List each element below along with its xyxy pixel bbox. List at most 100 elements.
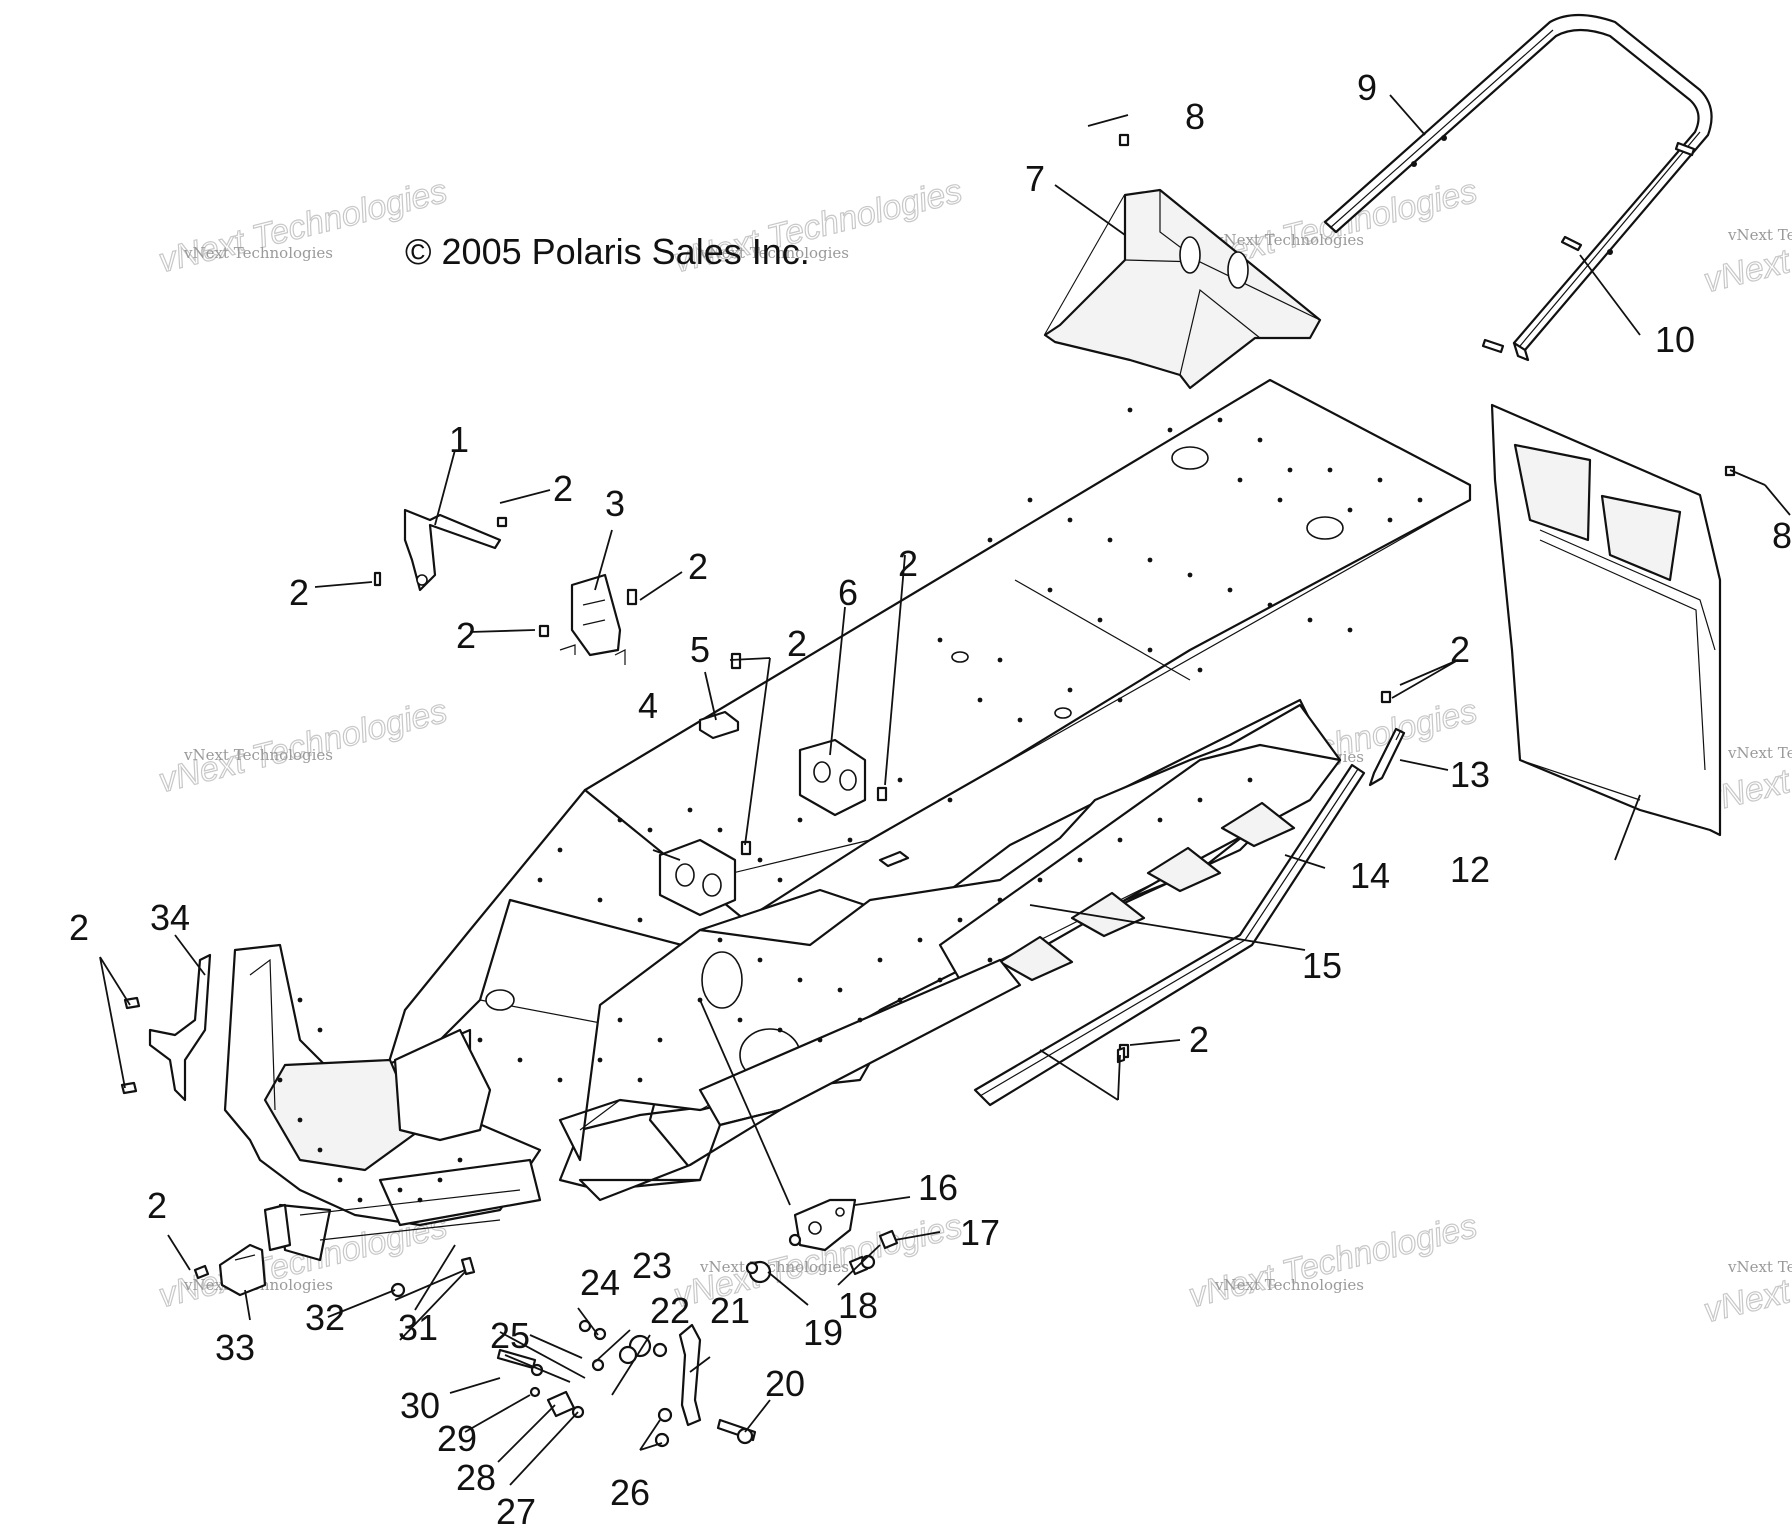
callout-16: 16	[918, 1167, 958, 1208]
callout-26: 26	[610, 1472, 650, 1513]
rivet-dot	[277, 1077, 283, 1083]
callout-2: 2	[147, 1185, 167, 1226]
rivet-dot	[617, 817, 623, 823]
rivet-dot	[797, 977, 803, 983]
callout-7: 7	[1025, 158, 1045, 199]
bracket-33-part	[218, 1243, 267, 1297]
rivet-dot	[687, 807, 693, 813]
rivet-dot	[647, 827, 653, 833]
callout-2: 2	[553, 468, 573, 509]
rivet-dot	[777, 1027, 783, 1033]
watermark-small: vNext Technologies	[183, 746, 333, 764]
callout-17: 17	[960, 1212, 1000, 1253]
rivet-dot	[1067, 517, 1073, 523]
callout-5: 5	[690, 629, 710, 670]
rivet-dot	[617, 1017, 623, 1023]
rivet-dot	[717, 827, 723, 833]
rivet-dot	[517, 1057, 523, 1063]
rivet-dot	[1197, 797, 1203, 803]
rivet-dot	[1037, 877, 1043, 883]
rivet-dot	[317, 1147, 323, 1153]
rivet-dot	[597, 897, 603, 903]
callout-30: 30	[400, 1385, 440, 1426]
rivet-dot	[1147, 557, 1153, 563]
rivet-dot	[987, 957, 993, 963]
rivet-dot	[837, 987, 843, 993]
watermark-small: vNext Technologies	[1214, 231, 1364, 249]
callout-20: 20	[765, 1363, 805, 1404]
rivet-dot	[997, 897, 1003, 903]
rivet-dot	[437, 1177, 443, 1183]
rivet-dot	[1277, 497, 1283, 503]
callout-8: 8	[1772, 515, 1792, 556]
rivet-dot	[1157, 817, 1163, 823]
watermark-large: vNext Technologies	[1700, 192, 1792, 300]
rivet-dot	[977, 697, 983, 703]
rivet-dot	[317, 1027, 323, 1033]
callout-19: 19	[803, 1312, 843, 1353]
callout-2: 2	[289, 572, 309, 613]
rivet-dot	[1247, 777, 1253, 783]
bracket-21-part	[678, 1323, 702, 1427]
rivet-dot	[1387, 517, 1393, 523]
rivet-dot	[1307, 617, 1313, 623]
rivet-dot	[1187, 572, 1193, 578]
rivet-dot	[1027, 497, 1033, 503]
rivet-dot	[637, 1077, 643, 1083]
callout-14: 14	[1350, 855, 1390, 896]
rivet-dot	[897, 997, 903, 1003]
rivet-dot	[757, 857, 763, 863]
rivet-dot	[1197, 667, 1203, 673]
rivet-dot	[637, 917, 643, 923]
rivet-dot	[987, 537, 993, 543]
rivet-dot	[1267, 602, 1273, 608]
callout-31: 31	[398, 1307, 438, 1348]
rivet-dot	[1017, 717, 1023, 723]
rivet-dot	[1117, 697, 1123, 703]
rivet-dot	[297, 1117, 303, 1123]
clip-5-part	[698, 710, 740, 740]
callout-27: 27	[496, 1491, 536, 1532]
callout-3: 3	[605, 483, 625, 524]
callout-1: 1	[449, 419, 469, 460]
callout-18: 18	[838, 1285, 878, 1326]
rivet-dot	[847, 837, 853, 843]
callout-2: 2	[1189, 1019, 1209, 1060]
watermark-small: vNext Technologies	[699, 1258, 849, 1276]
rivet-dot	[557, 847, 563, 853]
callout-33: 33	[215, 1327, 255, 1368]
callout-10: 10	[1655, 319, 1695, 360]
rivet-dot	[397, 1187, 403, 1193]
leader-lines	[99, 94, 1791, 1486]
rivet-dot	[757, 957, 763, 963]
rivet-dot	[1117, 837, 1123, 843]
rivet-dot	[1287, 467, 1293, 473]
watermark-small: vNext Technologies	[1727, 226, 1792, 244]
rivet-dot	[597, 1057, 603, 1063]
rivet-dot	[1327, 467, 1333, 473]
callout-29: 29	[437, 1418, 477, 1459]
callout-34: 34	[150, 897, 190, 938]
watermark-small: vNext Technologies	[1727, 1258, 1792, 1276]
rivet-dot	[1217, 417, 1223, 423]
callout-28: 28	[456, 1457, 496, 1498]
rivet-dot	[1077, 857, 1083, 863]
watermark-small: vNext Technologies	[1727, 744, 1792, 762]
rivet-dot	[777, 877, 783, 883]
rivet-dot	[297, 997, 303, 1003]
rivet-dot	[337, 1177, 343, 1183]
rivet-dot	[1097, 617, 1103, 623]
rivet-dot	[477, 1037, 483, 1043]
watermark-large: vNext Technologies	[1700, 1222, 1792, 1330]
rivet-dot	[1347, 507, 1353, 513]
bumper-bolts-part	[1481, 141, 1696, 354]
callout-6: 6	[838, 572, 858, 613]
callout-2: 2	[688, 546, 708, 587]
rivet-dot	[1227, 587, 1233, 593]
rear-mount-part	[1043, 188, 1322, 390]
rivet-dot	[357, 1197, 363, 1203]
rear-flap-part	[1490, 403, 1722, 837]
chassis-rivets	[277, 407, 1423, 1203]
rivet-dot	[1067, 687, 1073, 693]
